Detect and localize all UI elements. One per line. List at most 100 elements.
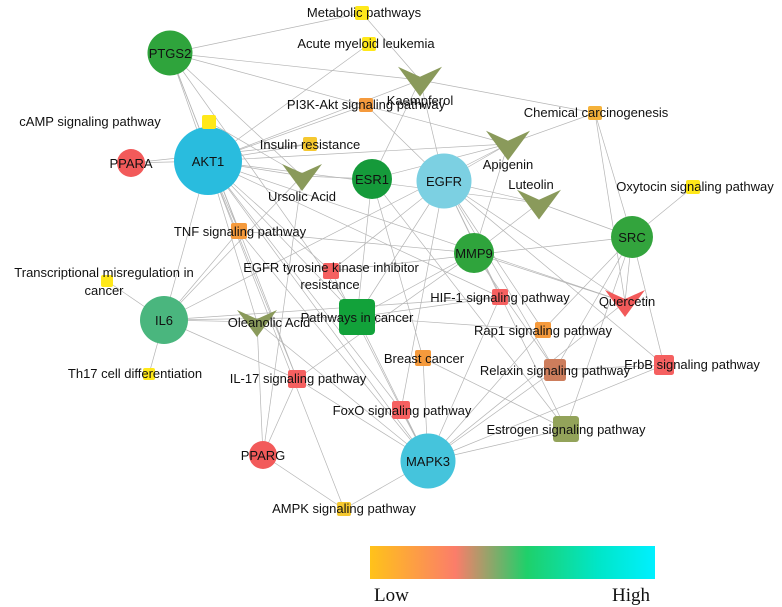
node-th17[interactable] [143,368,155,380]
node-label-akt1: AKT1 [192,154,225,169]
node-tnf[interactable] [231,223,247,239]
edge-erbb-relaxin [554,364,665,371]
edge-ptgs2-apigenin [169,52,509,145]
edge-egfr-quercetin [443,180,626,303]
node-egfr_tki[interactable] [323,263,339,279]
node-insulin[interactable] [303,137,317,151]
edge-il6-ursolic [163,175,303,321]
node-camp[interactable] [202,115,216,129]
edge-pparg-ursolic [262,175,303,456]
node-relaxin[interactable] [544,359,566,381]
node-label-relaxin: Relaxin signaling pathway [480,363,631,378]
edge-esr1-estrogen [371,178,567,430]
edge-mapk3-oleanolic [256,321,429,462]
node-label-hif1: HIF-1 signaling pathway [430,290,570,305]
edge-src-erbb [631,236,665,366]
node-quercetin[interactable] [605,290,645,317]
node-label-egfr: EGFR [426,174,462,189]
node-egfr[interactable] [416,153,472,209]
node-label-il6: IL6 [155,313,173,328]
edge-akt1-kaempferol [207,79,421,162]
edge-ptgs2-metabolic [169,12,363,54]
node-label-tnf: TNF signaling pathway [174,224,307,239]
legend-high-label: High [612,585,651,606]
node-label-ptgs2: PTGS2 [149,46,192,61]
edge-esr1-pathways_cancer [356,178,373,318]
node-label-breast: Breast cancer [384,351,465,366]
node-metabolic[interactable] [355,6,369,20]
node-label-th17: Th17 cell differentiation [68,366,202,381]
edge-mmp9-quercetin [473,252,626,303]
node-il17[interactable] [288,370,306,388]
node-label-pi3k: PI3K-Akt signaling pathway [287,97,446,112]
node-mmp9[interactable] [454,233,494,273]
node-label-ppara: PPARA [109,156,152,171]
node-transcriptional[interactable] [101,275,113,287]
node-label-kaempferol: Kaempferol [387,93,454,108]
node-luteolin[interactable] [517,189,561,220]
node-label-il17: IL-17 signaling pathway [230,371,367,386]
node-label-apigenin: Apigenin [483,157,534,172]
edge-mapk3-rap1 [427,329,544,462]
edge-mapk3-erbb [427,364,665,462]
edge-src-estrogen [565,236,633,430]
node-label-quercetin: Quercetin [599,294,655,309]
node-akt1[interactable] [174,127,242,195]
node-aml[interactable] [362,37,376,51]
node-label-esr1: ESR1 [355,172,389,187]
node-label-ursolic: Ursolic Acid [268,189,336,204]
node-foxo[interactable] [392,401,410,419]
node-pathways_cancer[interactable] [339,299,375,335]
edge-mmp9-relaxin [473,252,556,371]
node-oleanolic[interactable] [237,310,277,337]
edge-akt1-quercetin [207,160,626,303]
node-ppara[interactable] [117,149,145,177]
edge-egfr-erbb [443,180,665,366]
node-mapk3[interactable] [400,433,456,489]
label-layer: AKT1EGFRMAPK3PTGS2ESR1MMP9SRCIL6PPARAPPA… [14,5,774,516]
node-label-estrogen: Estrogen signaling pathway [487,422,646,437]
node-label-rap1: Rap1 signaling pathway [474,323,613,338]
edge-akt1-pathways_cancer [207,160,358,318]
node-estrogen[interactable] [553,416,579,442]
edge-mapk3-quercetin [427,301,626,462]
edge-kaempferol-metabolic [361,12,421,81]
node-label-ampk: AMPK signaling pathway [272,501,416,516]
node-kaempferol[interactable] [398,66,442,97]
node-esr1[interactable] [352,159,392,199]
edge-hif1-pathways_cancer [356,296,501,318]
node-pparg[interactable] [249,441,277,469]
node-label-aml: Acute myeloid leukemia [297,36,435,51]
node-label-pathways_cancer: Pathways in cancer [301,310,414,325]
edge-rap1-pathways_cancer [356,316,544,331]
node-breast[interactable] [415,350,431,366]
edge-akt1-ampk [207,160,345,510]
node-rap1[interactable] [535,322,551,338]
node-label-src: SRC [618,230,645,245]
node-ptgs2[interactable] [147,30,193,76]
node-apigenin[interactable] [486,130,530,161]
node-hif1[interactable] [492,289,508,305]
legend-color-bar [370,546,655,579]
edge-il6-hif1 [163,296,501,321]
node-il6[interactable] [140,296,188,344]
edge-ptgs2-il17 [169,52,298,380]
node-ampk[interactable] [337,502,351,516]
edge-akt1-foxo [207,160,402,411]
node-oxytocin[interactable] [686,180,700,194]
node-label-mmp9: MMP9 [455,246,493,261]
node-ursolic[interactable] [282,164,322,191]
node-label-erbb: ErbB signaling pathway [624,357,760,372]
node-chemical[interactable] [588,106,602,120]
node-pi3k[interactable] [359,98,373,112]
edge-mapk3-tnf [238,230,429,462]
node-label-oleanolic: Oleanolic Acid [228,315,310,330]
edge-src-chemical [594,112,633,238]
node-src[interactable] [611,216,653,258]
edge-akt1-apigenin [207,143,509,162]
node-erbb[interactable] [654,355,674,375]
node-label-foxo: FoxO signaling pathway [333,403,472,418]
edge-mmp9-tnf [238,230,475,254]
